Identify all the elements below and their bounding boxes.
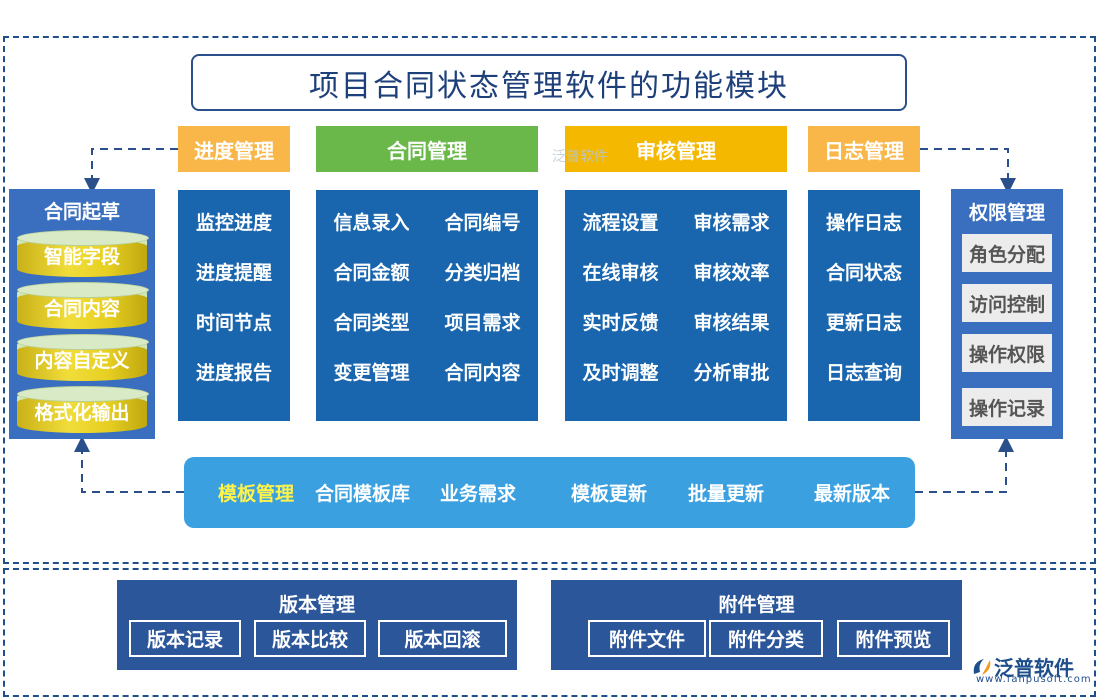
permission-item: 访问控制 [962,284,1052,322]
watermark: 泛普软件 [552,149,608,165]
main-frame [3,36,1096,564]
permission-panel: 权限管理 角色分配 访问控制 操作权限 操作记录 [951,189,1063,439]
contract-item: 变更管理 [333,361,410,384]
brand-logo: 泛普软件 www.fanpusoft.com [970,652,1091,685]
draft-item: 内容自定义 [34,349,130,372]
header-contract: 合同管理 [316,126,538,172]
template-item: 最新版本 [814,483,891,505]
audit-item: 在线审核 [582,261,659,284]
logo-url: www.fanpusoft.com [976,674,1092,685]
draft-cylinder: 合同内容 [17,282,149,329]
template-item: 模板更新 [571,483,648,505]
attachment-item: 附件预览 [837,620,950,657]
permission-item: 操作权限 [962,334,1052,372]
draft-title: 合同起草 [43,201,120,223]
log-item: 操作日志 [825,211,902,234]
contract-item: 分类归档 [444,261,521,284]
progress-item: 时间节点 [195,311,272,334]
audit-item: 及时调整 [582,361,659,384]
bottom-frame [3,568,1096,697]
contract-panel: 信息录入 合同编号 合同金额 分类归档 合同类型 项目需求 变更管理 合同内容 [316,190,538,421]
draft-cylinder: 格式化输出 [17,386,149,433]
draft-cylinder: 智能字段 [17,230,149,277]
log-item: 日志查询 [825,361,902,384]
permission-item: 操作记录 [962,388,1052,426]
permission-title: 权限管理 [968,202,1045,224]
header-audit: 审核管理 [565,126,787,172]
draft-panel: 合同起草 智能字段 合同内容 内容自定义 格式化输出 [9,189,155,439]
audit-item: 实时反馈 [582,311,659,334]
audit-item: 审核效率 [693,261,770,284]
logo-icon [973,658,991,675]
contract-item: 合同内容 [444,361,521,384]
template-title: 模板管理 [218,483,295,505]
log-panel: 操作日志 合同状态 更新日志 日志查询 [808,190,920,421]
logo-name: 泛普软件 [994,656,1074,680]
version-panel: 版本管理 版本记录 版本比较 版本回滚 [117,580,517,670]
log-item: 更新日志 [825,311,902,334]
template-bar: 模板管理 合同模板库 业务需求 模板更新 批量更新 最新版本 [184,457,915,528]
log-item: 合同状态 [825,261,902,284]
draft-item: 合同内容 [43,297,120,320]
draft-item: 格式化输出 [34,401,130,424]
contract-item: 合同金额 [333,261,410,284]
audit-item: 流程设置 [582,211,659,234]
template-item: 合同模板库 [315,483,411,505]
audit-item: 分析审批 [693,361,770,384]
contract-item: 合同编号 [444,211,521,234]
draft-item: 智能字段 [43,245,120,268]
attachment-title: 附件管理 [718,594,795,616]
progress-panel: 监控进度 进度提醒 时间节点 进度报告 [178,190,290,421]
progress-item: 进度报告 [195,361,272,384]
audit-item: 审核结果 [693,311,770,334]
audit-item: 审核需求 [693,211,770,234]
header-progress: 进度管理 [178,126,290,172]
header-log: 日志管理 [808,126,920,172]
version-item: 版本记录 [129,620,241,657]
contract-item: 项目需求 [444,311,521,334]
page-title: 项目合同状态管理软件的功能模块 [191,54,907,111]
version-title: 版本管理 [278,594,355,616]
draft-cylinder: 内容自定义 [17,334,149,381]
progress-item: 进度提醒 [195,261,272,284]
version-item: 版本比较 [254,620,366,657]
audit-panel: 流程设置 审核需求 在线审核 审核效率 实时反馈 审核结果 及时调整 分析审批 [565,190,787,421]
contract-item: 合同类型 [333,311,410,334]
template-item: 批量更新 [688,483,765,505]
progress-item: 监控进度 [195,211,272,234]
contract-item: 信息录入 [333,211,410,234]
attachment-item: 附件文件 [588,620,706,657]
attachment-panel: 附件管理 附件文件 附件分类 附件预览 [551,580,962,670]
attachment-item: 附件分类 [709,620,823,657]
permission-item: 角色分配 [962,234,1052,272]
version-item: 版本回滚 [378,620,507,657]
template-item: 业务需求 [440,483,517,505]
